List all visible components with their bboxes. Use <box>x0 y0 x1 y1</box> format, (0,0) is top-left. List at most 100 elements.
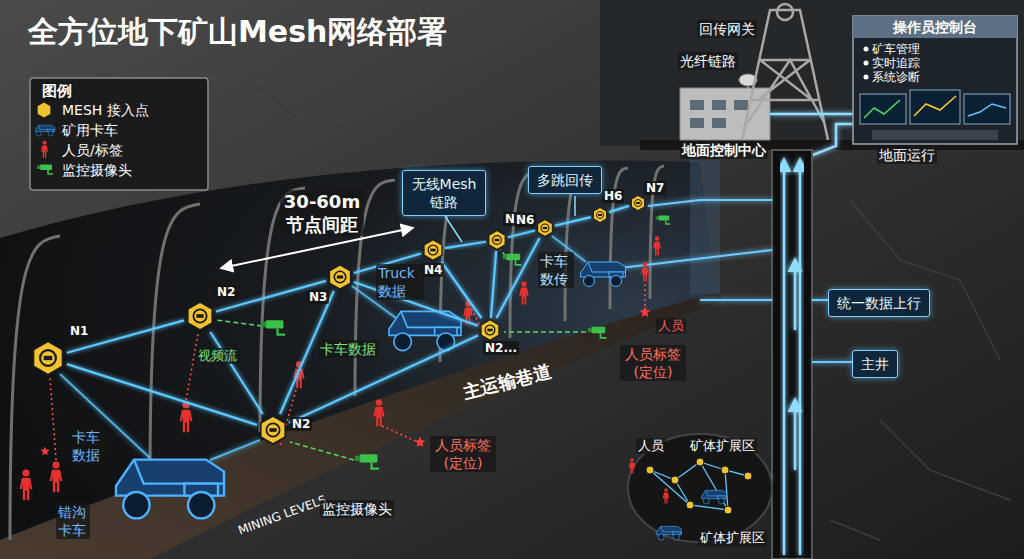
annotation-label: 监控摄像头 <box>320 500 394 518</box>
panel-item: 实时追踪 <box>872 56 1017 70</box>
node-label-holder: N7 <box>644 181 666 195</box>
label-holder: 卡车数据 <box>318 340 378 358</box>
label-holder: 错沟 卡车 <box>56 503 90 539</box>
headframe <box>777 4 793 20</box>
mesh-access-point: N5 <box>487 230 507 250</box>
console-panel <box>853 16 1017 144</box>
building <box>690 118 704 128</box>
router-symbol <box>337 275 343 278</box>
tag-link <box>50 284 645 460</box>
ore-extension-area <box>646 466 654 474</box>
hexagon-icon <box>30 340 66 376</box>
mining-truck <box>116 262 626 518</box>
mesh-link <box>67 364 257 425</box>
personnel <box>373 399 384 426</box>
camera-symbol <box>355 454 379 468</box>
mesh-link <box>609 206 629 212</box>
annotation-label: MINING LEVELS <box>236 493 328 539</box>
tag-star <box>41 447 50 456</box>
ore-extension-area <box>671 476 679 484</box>
panel-item: 矿车管理 <box>872 42 1017 56</box>
legend-box <box>37 165 53 175</box>
annotation-label: 光纤链路 <box>678 52 738 70</box>
mesh-access-point: N2 <box>258 415 288 445</box>
ore-extension-area <box>628 434 772 542</box>
ore-extension-area <box>721 466 729 474</box>
router-symbol <box>196 314 203 318</box>
mining-truck <box>116 460 224 519</box>
video-link <box>216 320 262 326</box>
router-symbol <box>636 202 640 204</box>
node-label-holder: N4 <box>422 263 444 277</box>
annotation-label: 图例 <box>40 82 74 101</box>
console-panel <box>964 94 1010 124</box>
node-label: H6 <box>602 189 624 203</box>
hexagon-icon <box>479 319 501 341</box>
label-holder: 监控摄像头 <box>320 500 394 518</box>
mesh-link <box>496 238 539 318</box>
ore-extension-area <box>675 470 728 510</box>
panel-heading: 操作员控制台 <box>853 16 1017 38</box>
operator-console: 操作员控制台矿车管理实时追踪系统诊断 <box>853 16 1017 144</box>
rock-crack <box>830 520 880 540</box>
mesh-link <box>445 242 486 248</box>
hexagon-icon <box>261 416 286 444</box>
callout-box: 统一数据上行 <box>828 289 930 317</box>
hexagon-icon <box>592 207 608 223</box>
hexagon-icon <box>593 207 606 222</box>
tag-star <box>41 307 651 456</box>
tunnel-arch <box>150 204 200 480</box>
label-holder: 人员 <box>656 318 686 334</box>
mesh-link <box>555 217 591 226</box>
hexagon-icon <box>33 341 63 375</box>
router-symbol <box>334 271 345 282</box>
node-label: N4 <box>422 263 444 277</box>
uplink-line <box>700 299 772 301</box>
title-holder: 全方位地下矿山Mesh网络部署 <box>28 12 447 53</box>
annotation-label: 回传网关 <box>697 20 757 38</box>
uplink-line <box>620 250 772 268</box>
console-panel <box>853 16 1017 144</box>
building <box>712 118 726 128</box>
ore-extension-area <box>656 526 681 540</box>
label-holder: 矿体扩展区 <box>688 438 757 454</box>
annotation-label: 错沟 卡车 <box>56 503 90 539</box>
hexagon-icon <box>424 240 442 261</box>
tag-link <box>644 284 646 306</box>
ore-extension-area <box>650 462 748 510</box>
node-label: N2 <box>290 417 312 431</box>
console-panel <box>914 96 956 116</box>
building <box>712 100 726 110</box>
diagram-title: 全方位地下矿山Mesh网络部署 <box>28 12 447 53</box>
annotation-label: 卡车 数据 <box>70 428 106 464</box>
tag-link <box>382 426 418 442</box>
uplink-line <box>620 200 852 478</box>
legend-row: 矿用卡车 <box>62 121 118 139</box>
annotation-label: 地面控制中心 <box>680 141 768 159</box>
legend-box <box>30 78 208 190</box>
console-panel <box>864 75 869 80</box>
hexagon-icon <box>185 301 215 331</box>
mesh-link <box>442 262 482 318</box>
uplink-line <box>812 299 828 301</box>
callout-pointer <box>445 216 462 242</box>
data-link-line <box>210 440 260 460</box>
label-holder: 人员标签 (定位) <box>430 436 496 472</box>
mesh-access-point: N6 <box>536 219 554 237</box>
annotation-label: 人员 <box>656 318 686 334</box>
mesh-access-point: H6 <box>592 207 608 223</box>
personnel <box>519 281 529 304</box>
camera-symbol <box>261 320 285 334</box>
console-panel <box>968 104 1006 116</box>
annotation-label: 矿体扩展区 <box>698 530 767 546</box>
building <box>747 86 749 88</box>
label-holder: 人员标签 (定位) <box>620 345 686 381</box>
mesh-link <box>67 320 184 352</box>
node-label: N3 <box>307 290 329 304</box>
router-symbol <box>266 423 279 436</box>
legend-box <box>35 125 55 136</box>
annotation-label: 卡车 数传 <box>538 252 574 288</box>
